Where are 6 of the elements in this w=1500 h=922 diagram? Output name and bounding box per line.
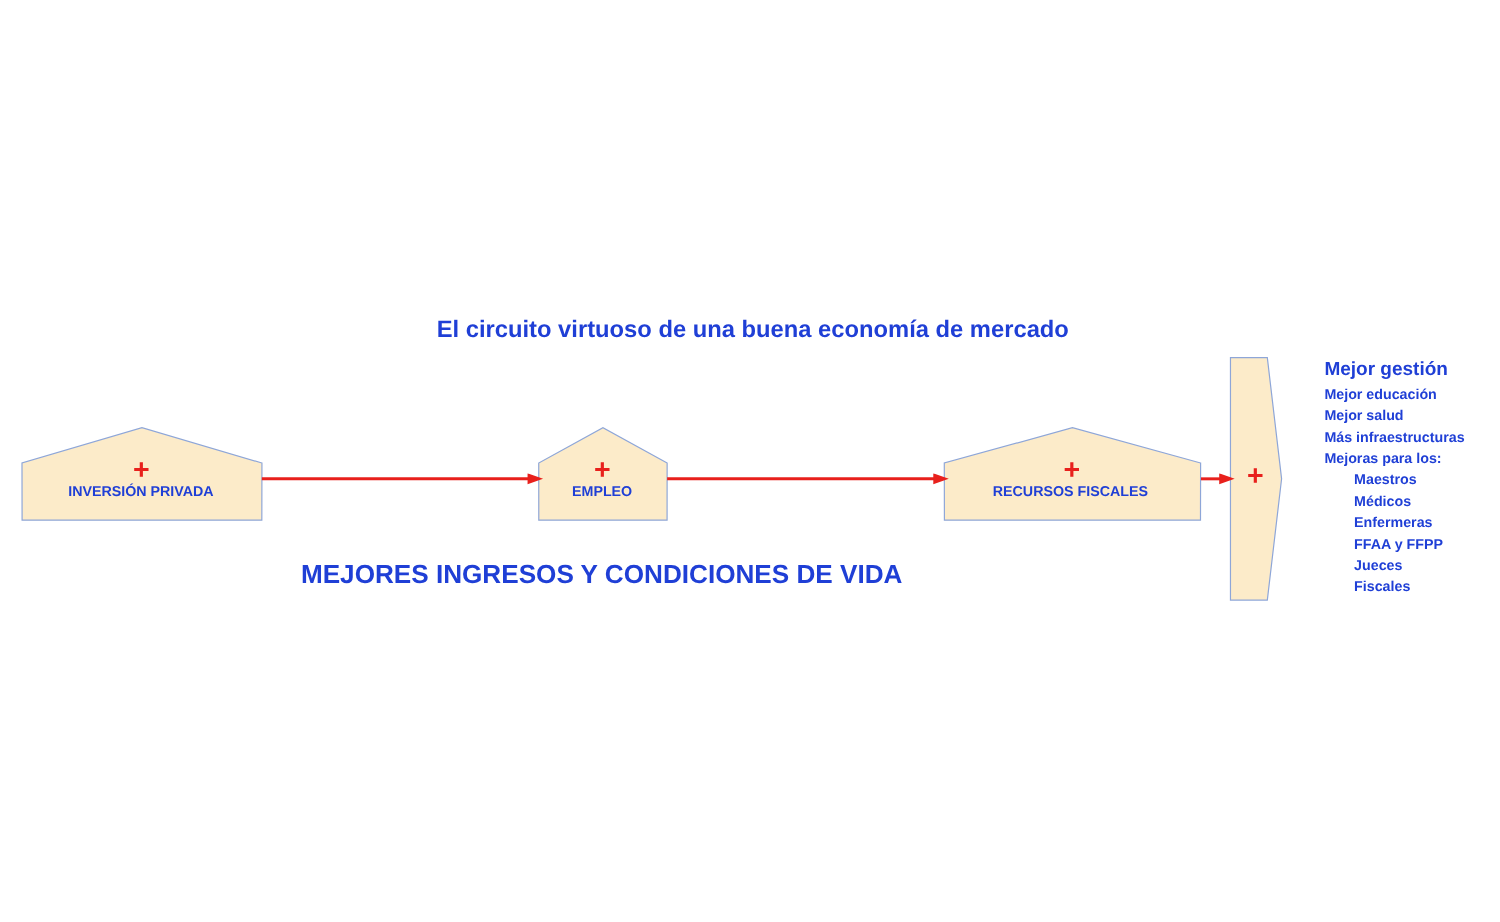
arrow <box>1200 473 1235 485</box>
label: MEJORES INGRESOS Y CONDICIONES DE VIDA <box>300 558 903 589</box>
arrow <box>261 473 544 485</box>
diagram-title: El circuito virtuoso de una buena economía de mercado <box>436 315 1069 344</box>
label: Mejor gestión <box>1324 359 1448 382</box>
arrow <box>667 473 949 485</box>
